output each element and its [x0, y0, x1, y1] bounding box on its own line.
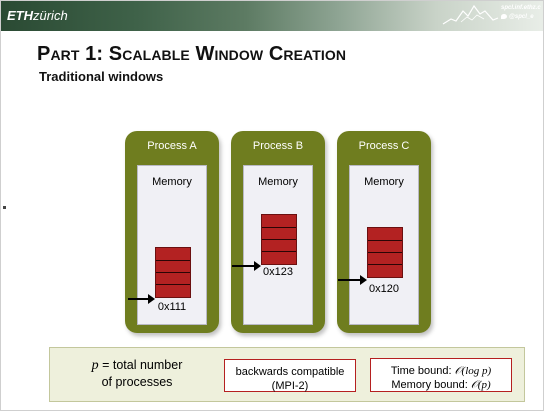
slide-subtitle: Traditional windows: [39, 69, 164, 84]
mountain-icon: [442, 4, 499, 25]
pointer-arrow-a: [128, 294, 155, 304]
block-divider: [368, 252, 402, 253]
time-bound: Time bound: 𝒪(log p): [390, 365, 492, 377]
process-b-box: Process B Memory 0x123: [231, 131, 325, 333]
pointer-arrow-c: [338, 275, 367, 285]
memory-label: Memory: [258, 176, 298, 188]
variable-p: p: [91, 358, 99, 373]
memory-label: Memory: [364, 176, 404, 188]
block-divider: [156, 260, 190, 261]
memory-bound: Memory bound: 𝒪(p): [391, 379, 491, 391]
process-label: Process C: [358, 140, 410, 152]
header-bar: ETHzürich spcl.inf.ethz.c @spcl_e: [1, 1, 543, 31]
memory-label: Memory: [152, 176, 192, 188]
complexity-box: Time bound: 𝒪(log p) Memory bound: 𝒪(p): [370, 358, 512, 392]
process-c-box: Process C Memory 0x120: [337, 131, 431, 333]
slide-edge-mark: [3, 206, 6, 209]
window-memory-block: [261, 214, 297, 265]
block-divider: [262, 251, 296, 252]
memory-address: 0x111: [157, 301, 187, 313]
process-label: Process A: [147, 140, 197, 152]
block-divider: [156, 284, 190, 285]
block-divider: [262, 227, 296, 228]
window-memory-block: [367, 227, 403, 278]
header-links: spcl.inf.ethz.c @spcl_e: [501, 4, 541, 22]
process-count-note: p = total number of processes: [91, 358, 183, 389]
memory-area: Memory 0x120: [349, 165, 419, 325]
memory-area: Memory 0x123: [243, 165, 313, 325]
process-label: Process B: [252, 140, 304, 152]
compatibility-box: backwards compatible (MPI-2): [224, 359, 356, 392]
memory-address: 0x120: [369, 283, 399, 295]
block-divider: [368, 264, 402, 265]
block-divider: [368, 240, 402, 241]
block-divider: [156, 272, 190, 273]
eth-logo: ETHzürich: [7, 8, 68, 23]
twitter-link[interactable]: @spcl_e: [501, 13, 541, 22]
memory-address: 0x123: [263, 266, 293, 278]
slide-title: Part 1: Scalable Window Creation: [37, 43, 347, 65]
pointer-arrow-b: [232, 261, 261, 271]
summary-panel: p = total number of processes backwards …: [49, 347, 525, 402]
process-a-box: Process A Memory 0x111: [125, 131, 219, 333]
twitter-icon: [501, 14, 507, 19]
block-divider: [262, 239, 296, 240]
site-link[interactable]: spcl.inf.ethz.c: [501, 5, 541, 11]
window-memory-block: [155, 247, 191, 298]
